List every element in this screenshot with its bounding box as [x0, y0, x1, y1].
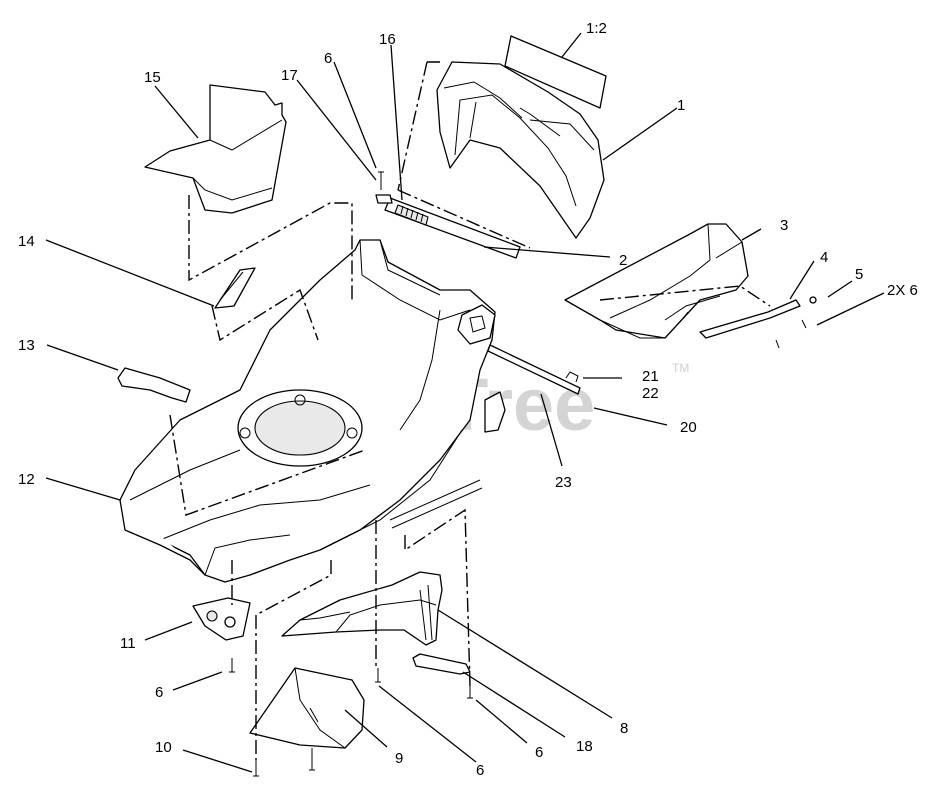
part-17-bracket[interactable]	[375, 194, 393, 204]
callout-22: 22	[642, 385, 659, 402]
callout-13: 13	[18, 337, 35, 354]
part-15-rear-flap[interactable]	[144, 84, 287, 214]
part-21-22-rod[interactable]	[487, 344, 581, 395]
callout-12: 12	[18, 471, 35, 488]
leader-lines	[45, 32, 885, 773]
part-8-baffle[interactable]	[281, 571, 443, 646]
part-2-hinge-rod[interactable]	[384, 197, 521, 259]
callout-5: 5	[855, 266, 863, 283]
callout-3: 3	[780, 217, 788, 234]
callout-16: 16	[379, 31, 396, 48]
part-18-clip[interactable]	[412, 653, 471, 675]
callout-18: 18	[576, 738, 593, 755]
part-12-mower-deck[interactable]	[119, 239, 506, 583]
callout-6-top: 6	[324, 50, 332, 67]
callout-20: 20	[680, 419, 697, 436]
part-4-rod[interactable]	[699, 299, 801, 339]
callout-2x6: 2X 6	[887, 282, 918, 299]
callout-labels: 1:2 16 6 17 15 1 3 2 14 4 5 2X 6 13 21 2…	[18, 20, 918, 779]
callout-1-2: 1:2	[586, 20, 607, 37]
part-16-spring[interactable]	[394, 204, 429, 226]
watermark-trademark: TM	[672, 361, 689, 375]
callout-11: 11	[120, 635, 136, 652]
callout-8: 8	[620, 720, 628, 737]
callout-6-left: 6	[155, 684, 163, 701]
callout-21: 21	[642, 368, 659, 385]
fasteners	[229, 171, 807, 777]
part-3-discharge-chute[interactable]	[564, 223, 749, 339]
part-1-chute-cover[interactable]	[436, 61, 605, 239]
part-9-shield[interactable]	[249, 667, 365, 749]
part-14-strip[interactable]	[214, 267, 256, 309]
callout-6-mid: 6	[535, 744, 543, 761]
alignment-lines	[169, 61, 771, 760]
callout-17: 17	[281, 67, 298, 84]
callout-10: 10	[155, 739, 172, 756]
callout-14: 14	[18, 233, 35, 250]
callout-4: 4	[820, 249, 828, 266]
part-13-handle[interactable]	[117, 367, 191, 403]
callout-6-bottom: 6	[476, 762, 484, 779]
callout-23: 23	[555, 474, 572, 491]
part-5-washer[interactable]	[809, 296, 817, 304]
callout-9: 9	[395, 750, 403, 767]
callout-1: 1	[677, 97, 685, 114]
part-11-bracket[interactable]	[192, 597, 251, 641]
callout-2: 2	[619, 252, 627, 269]
part-1-2-decal[interactable]	[504, 35, 607, 109]
callout-15: 15	[144, 69, 161, 86]
